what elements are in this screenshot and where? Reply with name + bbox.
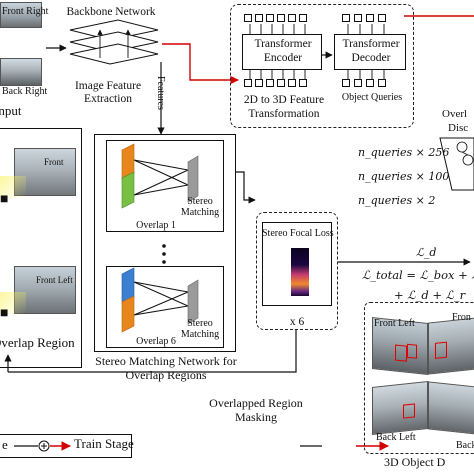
focal-loss-title: Stereo Focal Loss [262, 228, 334, 239]
overlap-1-box [106, 140, 224, 232]
loss-total-line2: + ℒ_d + ℒ_r [394, 288, 466, 302]
cam-label-front-right: Front Right [2, 6, 49, 17]
stereo-lines-1 [133, 159, 189, 196]
transformer-panel [230, 4, 414, 128]
discriminator-nodes [456, 141, 474, 166]
det-label-back-left: Back Left [376, 432, 416, 443]
det-photo-back [428, 381, 474, 435]
encoder-label: Transformer Encoder [254, 38, 312, 64]
dim-100: n_queries × 100 [358, 170, 450, 183]
det-label-front-left: Front Left [374, 318, 415, 329]
backbone-caption: Image Feature Extraction [74, 80, 142, 105]
det-label-back: Back [456, 440, 474, 451]
overlap-6-box [106, 266, 224, 348]
loss-ld: ℒ_d [416, 246, 437, 259]
detection-panel [364, 302, 474, 454]
dim-2: n_queries × 2 [358, 194, 436, 207]
overlap-region-title: Overlap Region [0, 335, 75, 350]
ellipsis-dots [162, 244, 166, 264]
camera-icon-2: ■ [0, 306, 9, 321]
backbone-title: Backbone Network [66, 6, 156, 18]
detection-caption: 3D Object D [384, 455, 446, 469]
encoder-token-arrows [249, 24, 385, 79]
loss-total-line1: ℒ_total = ℒ_box + ℒ [362, 268, 474, 282]
overlap-6-label: Overlap 6 [136, 336, 176, 347]
det-photo-back-left [372, 381, 428, 435]
overlap-1-label: Overlap 1 [136, 220, 176, 231]
legend-train-stage: Train Stage [74, 436, 134, 451]
features-label: Features [155, 76, 166, 110]
object-query-tokens [342, 79, 386, 87]
det-photo-front [428, 317, 474, 375]
camera-icon-1: ■ [0, 192, 9, 207]
backbone-planes [69, 19, 159, 65]
stereo-network-panel [94, 134, 236, 352]
transformer-decoder-box: Transformer Decoder [334, 34, 406, 70]
stereo-to-loss-arrow [236, 171, 256, 204]
stereo-network-caption: Stereo Matching Network for Overlap Regi… [95, 354, 237, 383]
cam-label-back-right: Back Right [2, 86, 48, 97]
masking-caption: Overlapped Region Masking [209, 396, 303, 425]
focal-loss-panel [256, 212, 338, 330]
dim-256: n_queries × 256 [358, 146, 450, 159]
depth-heatmap [291, 248, 309, 296]
overlap-highlight-1 [0, 176, 26, 198]
legend-prefix: e [2, 437, 8, 452]
input-photo-front-right [0, 2, 42, 28]
stereo-matching-label-6: Stereo Matching [180, 318, 220, 340]
focal-loss-repeat: x 6 [289, 316, 305, 328]
overlap-label-front-left: Front Left [36, 275, 73, 285]
discriminator-title-1: Overl [442, 108, 468, 120]
stereo-matching-label-1: Stereo Matching [180, 196, 220, 218]
overlap-label-front: Front [44, 157, 64, 167]
transformer-caption: 2D to 3D Feature Transformation [243, 94, 325, 120]
masking-line [8, 330, 297, 373]
overlap-highlight-2 [0, 292, 26, 314]
backbone-arrows [97, 29, 131, 58]
focal-loss-box [262, 222, 332, 306]
discriminator-title-2: Disc [448, 122, 469, 134]
feature-slabs-1 [121, 143, 199, 209]
transformer-encoder-box: Transformer Encoder [242, 34, 322, 70]
decoder-label: Transformer Decoder [342, 38, 400, 64]
object-queries-label: Object Queries [341, 92, 403, 103]
feature-slabs-6 [121, 267, 199, 333]
decoder-tokens-top [342, 14, 386, 22]
encoder-tokens-top [244, 14, 307, 22]
det-label-front: Fron [452, 312, 471, 323]
overlap-region-panel [0, 128, 82, 368]
legend-box [0, 434, 132, 458]
input-label: Input [0, 103, 22, 118]
input-photo-back-right [0, 58, 42, 86]
train-arrow-backbone [162, 43, 239, 85]
encoder-tokens-bottom [244, 79, 307, 87]
stereo-lines-6 [133, 281, 189, 316]
